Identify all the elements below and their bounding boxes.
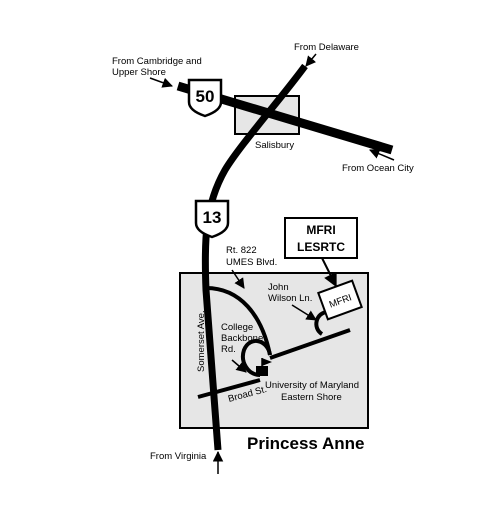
label-rt822-1: Rt. 822: [226, 245, 257, 256]
label-from-cambridge-2: Upper Shore: [112, 67, 166, 78]
mfri-access-road: [269, 328, 351, 360]
label-john-wilson-1: John: [268, 282, 289, 293]
us13-highway: [201, 63, 308, 451]
callout-arrow: [321, 257, 337, 288]
label-umes-1: University of Maryland: [265, 380, 359, 391]
label-salisbury: Salisbury: [255, 140, 294, 151]
label-umes-2: Eastern Shore: [281, 392, 342, 403]
arrow-college-backbone: [231, 359, 247, 373]
arrow-john-wilson: [291, 304, 317, 321]
callout-line2: LESRTC: [297, 240, 345, 254]
label-from-cambridge-1: From Cambridge and: [112, 56, 202, 67]
umes-marker: [256, 358, 272, 376]
arrow-from-ocean-city: [369, 148, 395, 161]
arrow-rt822: [231, 269, 245, 289]
us50-shield-icon: 50: [187, 78, 223, 118]
arrow-from-cambridge: [149, 77, 173, 88]
label-college-backbone-1: College: [221, 322, 253, 333]
label-from-delaware: From Delaware: [294, 42, 359, 53]
mfri-lesrtc-callout: MFRI LESRTC: [284, 217, 358, 259]
us13-number: 13: [203, 208, 222, 227]
label-from-ocean-city: From Ocean City: [342, 163, 414, 174]
us50-number: 50: [196, 87, 215, 106]
callout-line1: MFRI: [306, 223, 335, 237]
college-backbone-road: [241, 339, 272, 377]
us13-shield-icon: 13: [194, 199, 230, 239]
rt822-umes-blvd: [205, 286, 272, 356]
label-somerset-ave: Somerset Ave.: [196, 310, 207, 372]
label-rt822-2: UMES Blvd.: [226, 257, 277, 268]
label-princess-anne: Princess Anne: [247, 434, 364, 453]
arrow-from-delaware: [305, 53, 317, 67]
broad-street: [197, 378, 261, 399]
label-john-wilson-2: Wilson Ln.: [268, 293, 312, 304]
label-college-backbone-2: Backbone: [221, 333, 263, 344]
label-college-backbone-3: Rd.: [221, 344, 236, 355]
label-from-virginia: From Virginia: [150, 451, 207, 462]
